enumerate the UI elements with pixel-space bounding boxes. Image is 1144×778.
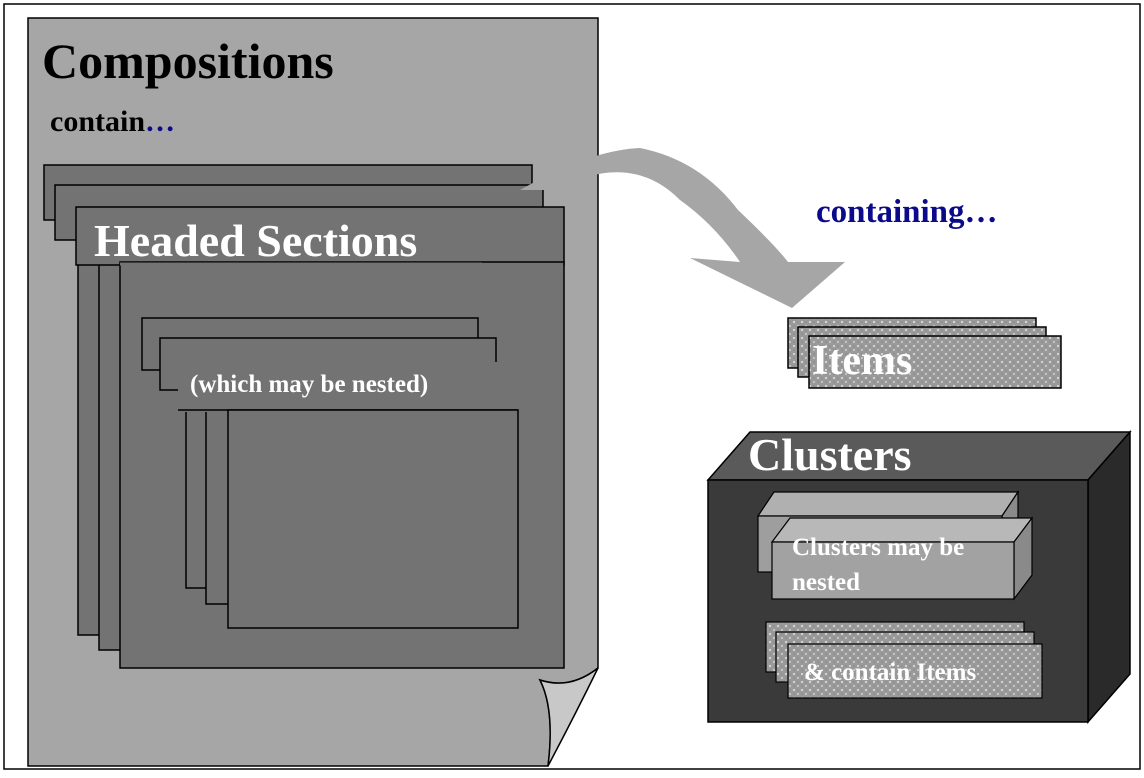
nested-cluster-box [756, 490, 1034, 601]
cluster-items-stack [765, 621, 1043, 699]
contain-label: contain… [50, 107, 175, 137]
nested-sections-stack [141, 317, 519, 629]
contain-dots: … [145, 105, 176, 138]
clusters-nested-label: Clusters may be nested [792, 534, 965, 596]
contain-prefix: contain [50, 105, 146, 138]
containing-arrow [520, 148, 845, 308]
clusters-contain-items-label: & contain Items [804, 659, 977, 686]
nested-sections-label: (which may be nested) [190, 371, 429, 398]
headed-sections-label: Headed Sections [94, 215, 418, 266]
items-label: Items [812, 338, 913, 384]
containing-label: containing… [816, 194, 998, 230]
clusters-label: Clusters [748, 429, 912, 480]
compositions-title: Compositions [42, 33, 334, 89]
items-stack [787, 317, 1062, 389]
